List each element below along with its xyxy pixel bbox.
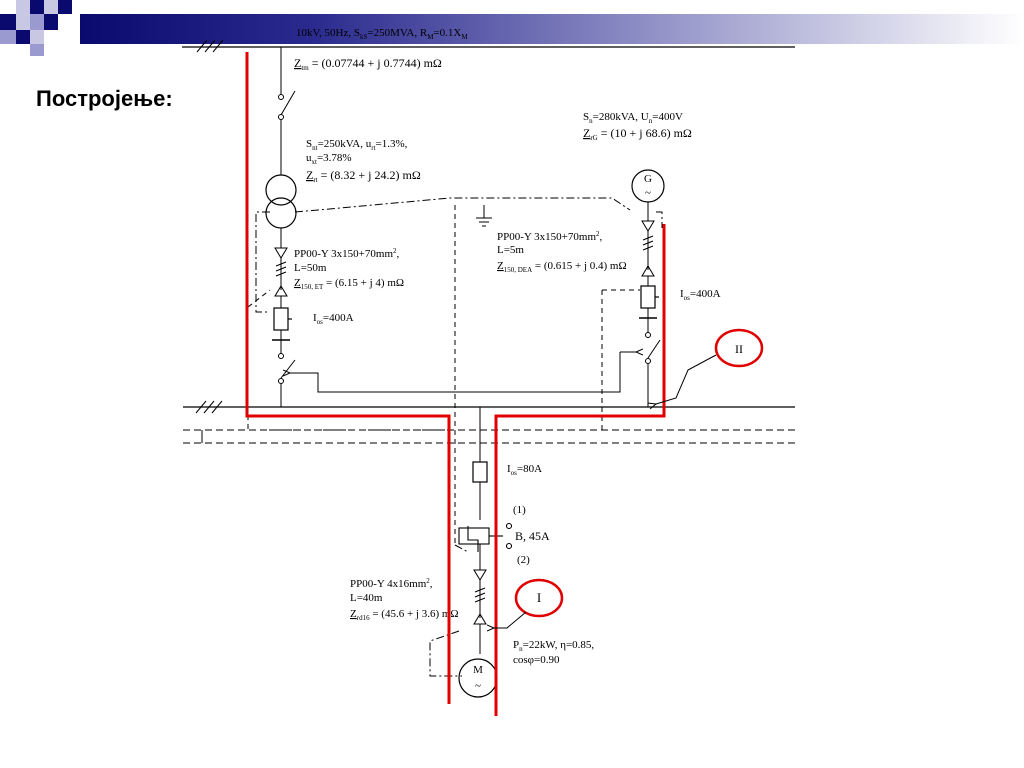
fuse-motor xyxy=(472,461,488,483)
fuse-motor-rating: Ios=80A xyxy=(507,463,542,477)
fault-point-ii-marker: II xyxy=(656,328,764,404)
lv-switch-dea xyxy=(645,332,661,364)
interlock-arrow xyxy=(290,352,636,393)
slide-heading: Постројење: xyxy=(36,86,173,111)
motor-power-factor: cosφ=0.90 xyxy=(513,654,560,666)
cable-dea-marks xyxy=(642,235,654,251)
cable-dea-length: L=5m xyxy=(497,244,524,256)
interlock-dash-dot-lines xyxy=(255,197,663,313)
fuse-dea xyxy=(640,285,659,309)
transformer-rating-line2: uxt=3.78% xyxy=(306,152,352,166)
fault-point-i-marker: I xyxy=(494,578,564,628)
hv-busbar-phase-marks xyxy=(196,39,224,53)
cable-et-length: L=50m xyxy=(294,262,327,274)
cable-et-marks xyxy=(275,261,287,277)
motor-rating: Pn=22kW, η=0.85, xyxy=(513,639,594,653)
lv-switch-et xyxy=(278,353,296,384)
cable-dea-type: PP00-Y 3x150+70mm2, xyxy=(497,230,603,243)
lv-busbar-phase-marks xyxy=(195,400,223,414)
cable-termination-top-dea xyxy=(641,220,655,232)
svg-text:I: I xyxy=(537,590,541,605)
transformer-rating-line1: Snt=250kVA, urt=1.3%, xyxy=(306,138,408,152)
generator-rating: Sn=280kVA, Un=400V xyxy=(583,111,683,125)
svg-text:~: ~ xyxy=(475,680,481,692)
ground-icon xyxy=(476,205,492,227)
cable-et-impedance: Z150, ET = (6.15 + j 4) mΩ xyxy=(294,277,404,291)
generator-symbol: G ~ xyxy=(631,169,665,203)
circuit-breaker xyxy=(458,522,513,552)
generator-impedance: ZrG = (10 + j 68.6) mΩ xyxy=(583,126,692,142)
svg-text:M: M xyxy=(473,664,483,676)
motor-symbol: M ~ xyxy=(458,658,498,698)
slide-title-band xyxy=(80,14,1024,44)
cable-motor-length: L=40m xyxy=(350,592,383,604)
svg-text:~: ~ xyxy=(645,187,651,199)
cable-motor-marks xyxy=(474,587,486,603)
svg-text:II: II xyxy=(735,342,743,356)
breaker-position-2: (2) xyxy=(517,554,530,566)
fuse-dea-rating: Ios=400A xyxy=(680,288,721,302)
cable-et-type: PP00-Y 3x150+70mm2, xyxy=(294,247,400,260)
breaker-rating: B, 45A xyxy=(515,529,550,543)
svg-text:G: G xyxy=(644,173,652,185)
motor-interlock-lines xyxy=(429,544,469,677)
neutral-pe-conductors xyxy=(183,429,795,444)
slide-corner-decoration xyxy=(0,0,80,56)
cable-motor-impedance: Zrd16 = (45.6 + j 3.6) mΩ xyxy=(350,608,459,622)
supply-label: 10kV, 50Hz, SkS=250MVA, RM=0.1XM xyxy=(296,27,468,41)
transformer-symbol xyxy=(265,174,297,229)
fuse-et-rating: Ios=400A xyxy=(313,312,354,326)
cable-dea-impedance: Z150, DEA = (0.615 + j 0.4) mΩ xyxy=(497,260,627,274)
cable-motor-type: PP00-Y 4x16mm2, xyxy=(350,577,433,590)
zm-label: Ztm = (0.07744 + j 0.7744) mΩ xyxy=(294,56,442,72)
cable-termination-top-et xyxy=(274,247,288,259)
fault-current-path xyxy=(245,52,666,716)
fuse-et xyxy=(273,307,292,331)
cable-termination-top-motor xyxy=(473,569,487,581)
breaker-position-1: (1) xyxy=(513,504,526,516)
transformer-impedance: Zrt = (8.32 + j 24.2) mΩ xyxy=(306,168,421,184)
hv-disconnector-switch xyxy=(278,90,296,120)
